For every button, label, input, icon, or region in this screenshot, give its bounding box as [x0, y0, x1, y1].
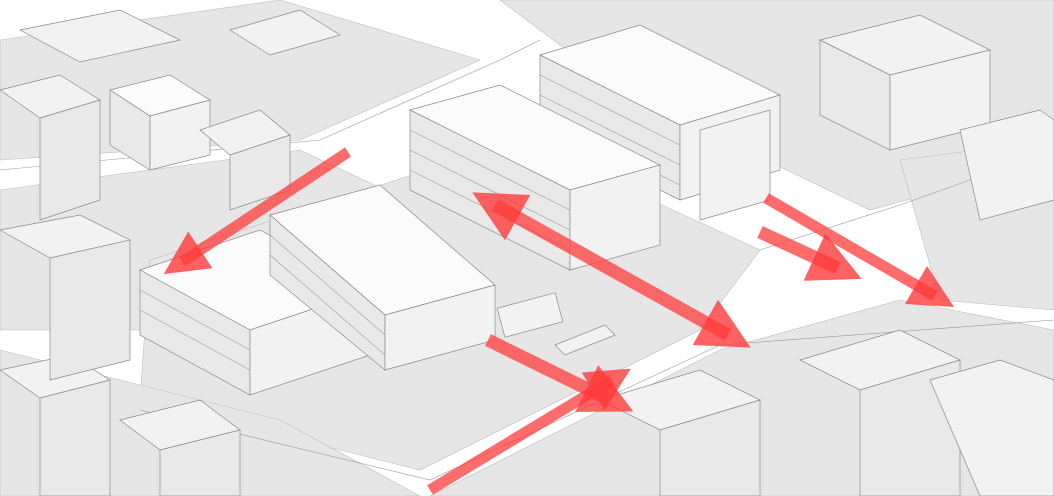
urban-flow-diagram [0, 0, 1054, 496]
isometric-city-drawing [0, 0, 1054, 496]
